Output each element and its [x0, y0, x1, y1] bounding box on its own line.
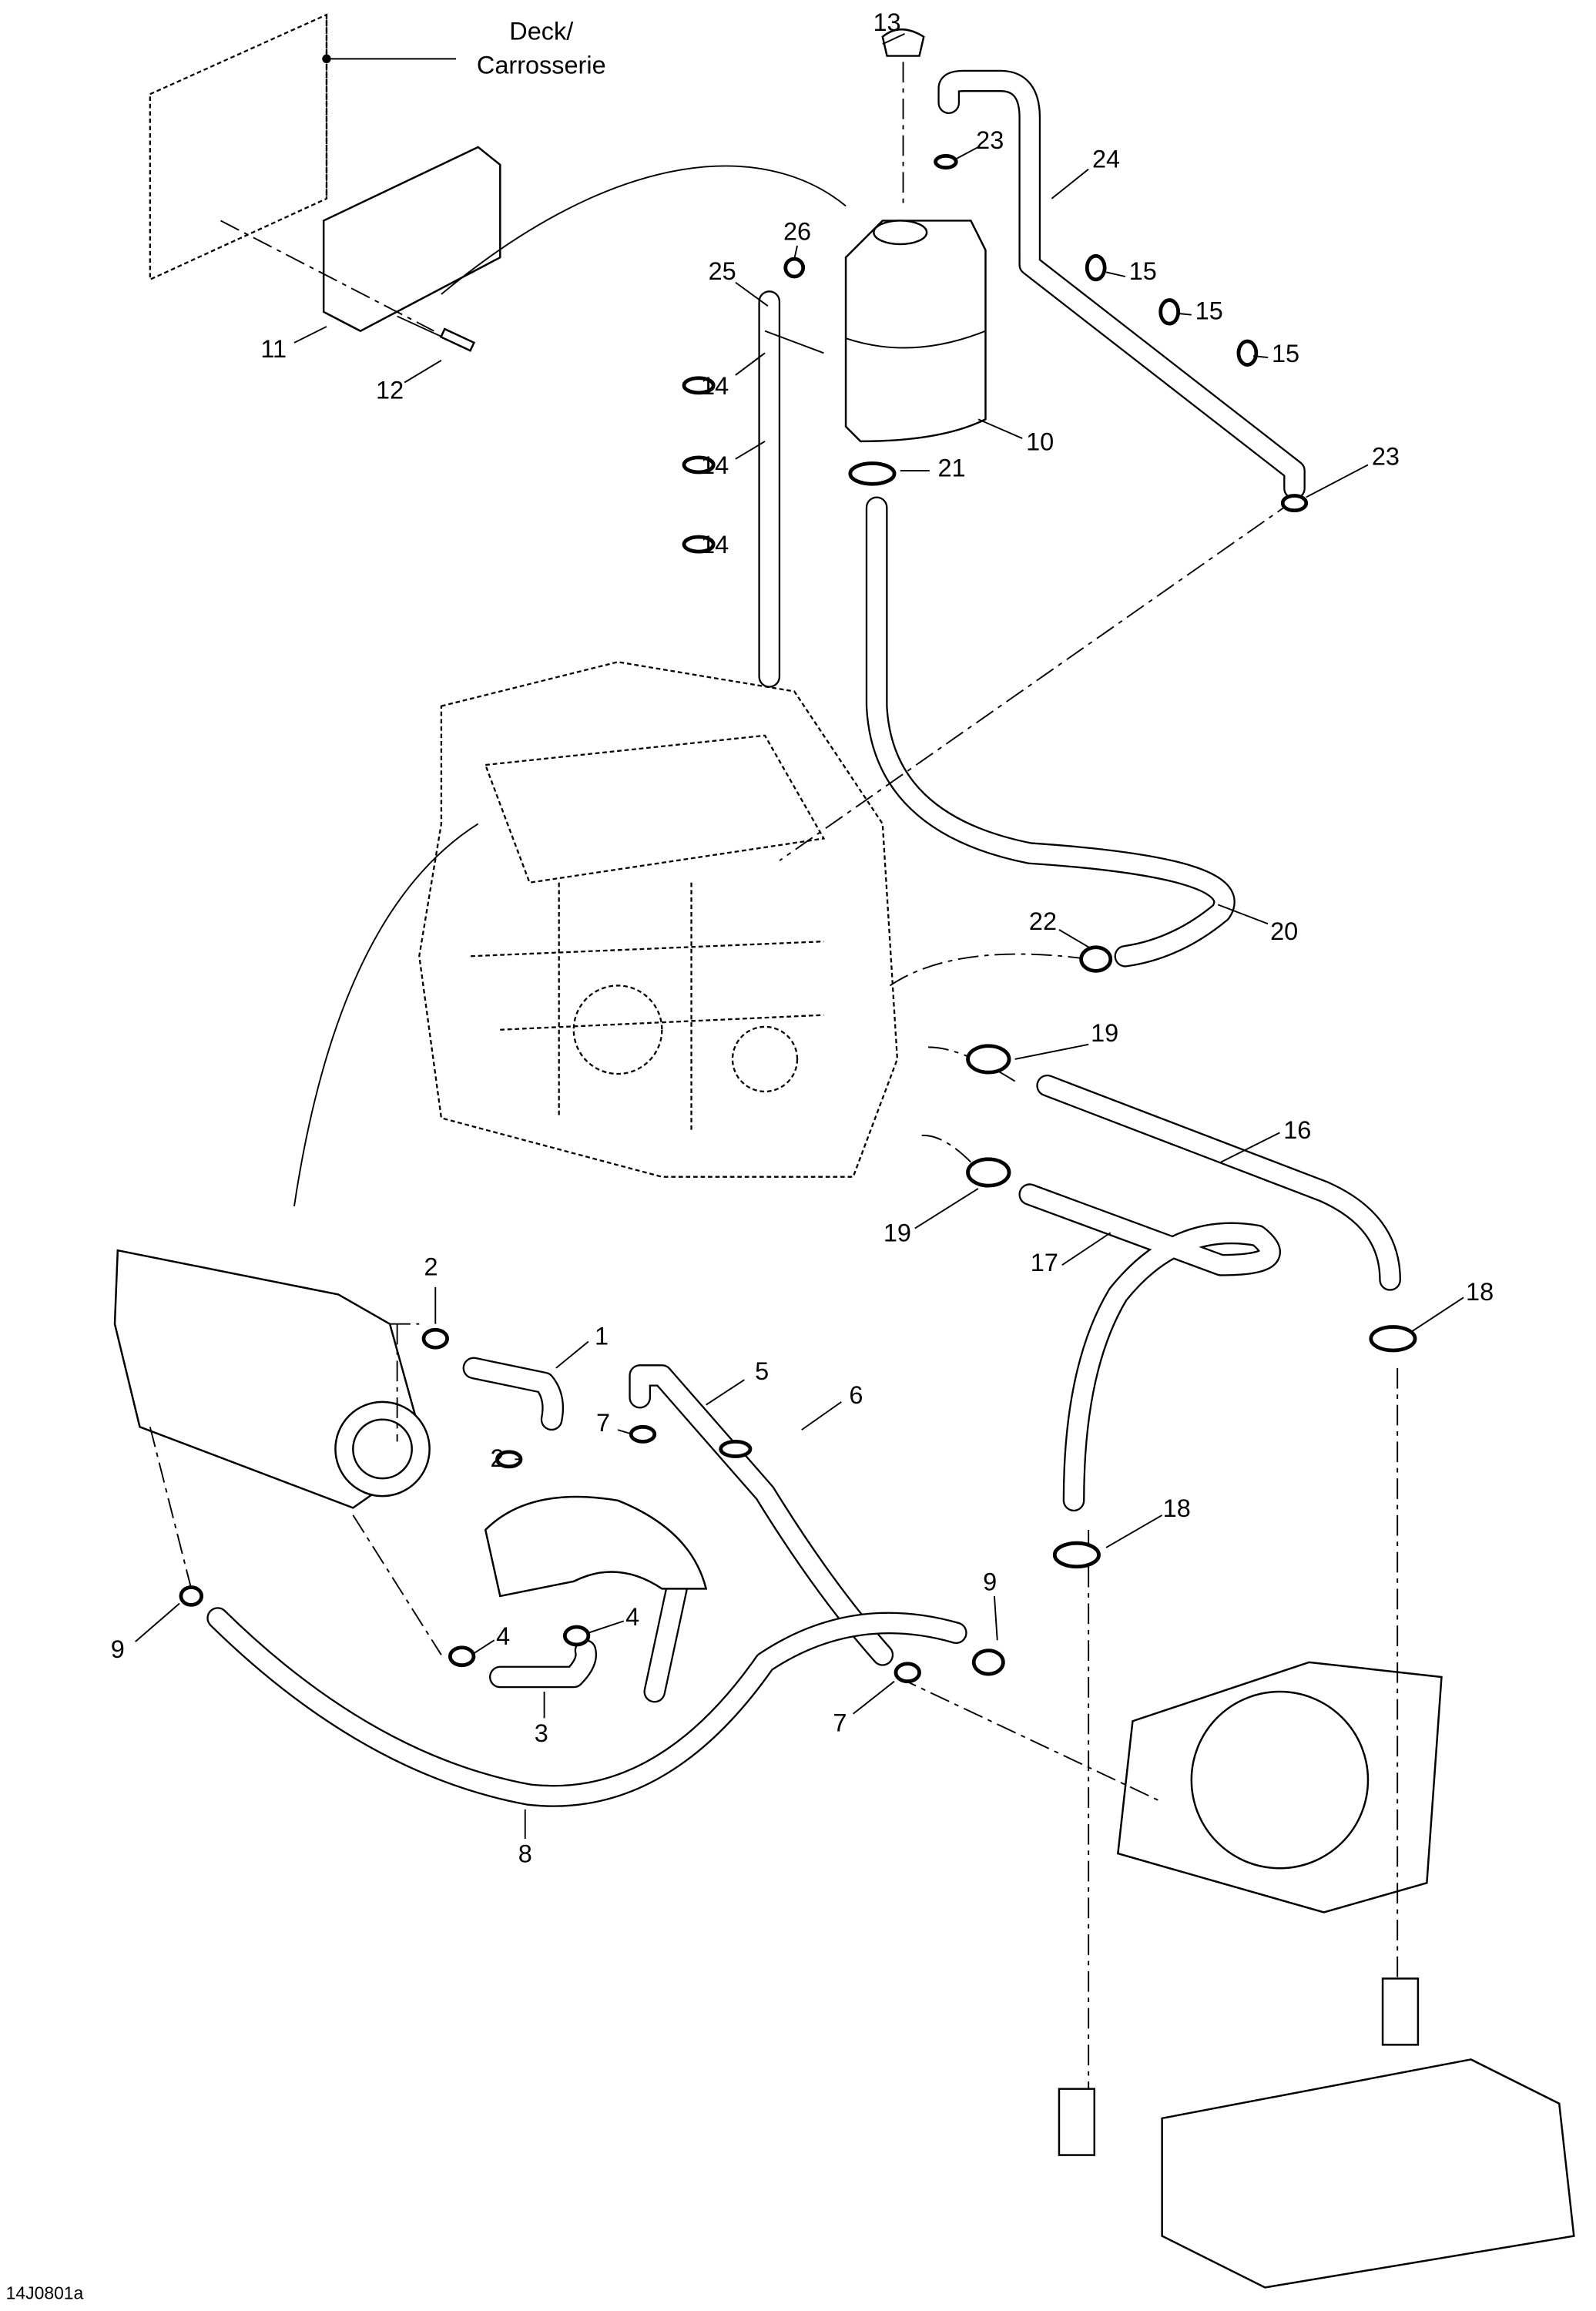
callout-20: 20 [1270, 917, 1298, 945]
callout-14: 14 [701, 372, 729, 400]
callout-5: 5 [755, 1357, 769, 1385]
callout-18: 18 [1163, 1494, 1191, 1522]
callout-15: 15 [1195, 297, 1223, 324]
callout-23: 23 [1372, 442, 1400, 470]
reference-label-line2: Carrosserie [477, 51, 606, 79]
callout-9: 9 [983, 1568, 997, 1595]
callout-18: 18 [1466, 1278, 1494, 1306]
callout-4: 4 [625, 1603, 639, 1631]
callout-2: 2 [490, 1444, 504, 1472]
callout-7: 7 [596, 1409, 610, 1437]
water-pump-housing [113, 1249, 431, 1509]
callout-23: 23 [976, 126, 1004, 154]
callout-labels: 13 23 24 26 15 15 15 25 11 12 14 14 14 1… [111, 8, 1494, 1867]
ride-plate-housing [1058, 1661, 1575, 2289]
callout-12: 12 [376, 377, 404, 404]
callout-7: 7 [833, 1709, 847, 1737]
callout-14: 14 [701, 451, 729, 479]
callout-15: 15 [1272, 340, 1299, 367]
callout-19: 19 [1091, 1019, 1118, 1047]
callout-leaders [135, 33, 1464, 1840]
callout-22: 22 [1029, 907, 1057, 935]
callout-15: 15 [1129, 257, 1157, 285]
callout-21: 21 [937, 454, 965, 482]
callout-13: 13 [873, 8, 900, 36]
callout-24: 24 [1092, 146, 1120, 173]
callout-16: 16 [1283, 1116, 1311, 1144]
callout-6: 6 [849, 1381, 863, 1409]
callout-11: 11 [260, 335, 287, 363]
callout-4: 4 [496, 1622, 510, 1650]
callout-3: 3 [535, 1719, 548, 1747]
engine-block [418, 661, 899, 1178]
clamps [179, 154, 1417, 1684]
callout-25: 25 [709, 257, 736, 285]
callout-14: 14 [701, 531, 729, 558]
coolant-reservoir [844, 28, 987, 443]
callout-17: 17 [1031, 1249, 1058, 1276]
callout-19: 19 [884, 1219, 911, 1247]
thermostat-housing [484, 1495, 708, 1598]
figure-code: 14J0801a [6, 2283, 84, 2303]
callout-9: 9 [111, 1635, 125, 1663]
callout-8: 8 [518, 1840, 532, 1868]
bracket-part-11 [220, 146, 501, 352]
callout-1: 1 [595, 1322, 609, 1350]
deck-panel [149, 13, 457, 281]
callout-10: 10 [1026, 428, 1054, 455]
callout-2: 2 [424, 1253, 438, 1281]
callout-26: 26 [783, 217, 811, 245]
reference-label-line1: Deck/ [509, 18, 574, 45]
